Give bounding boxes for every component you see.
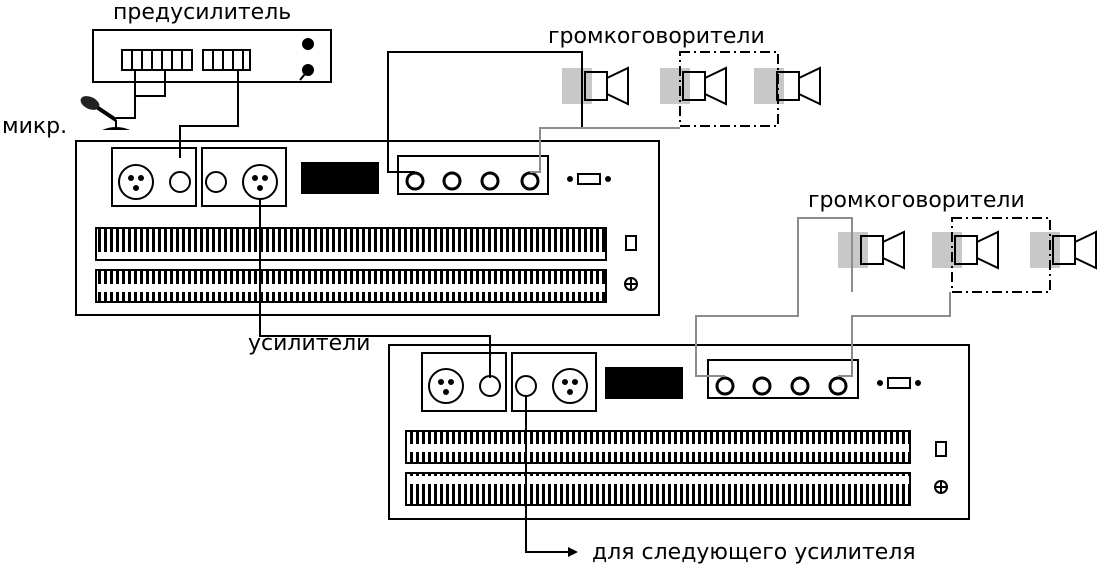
speaker-icon (1030, 230, 1097, 270)
next-amplifier-label: для следующего усилителя (592, 540, 916, 565)
microphone-cable (116, 70, 166, 119)
speakers-right-label: громкоговорители (808, 188, 1025, 213)
speakers-top-label: громкоговорители (548, 24, 765, 49)
amplifiers-label: усилители (248, 331, 371, 356)
microphone-icon (80, 96, 130, 130)
amplifier-1-vent-slots (95, 227, 607, 303)
speaker-cables-right (695, 217, 951, 377)
speaker-cables-top (387, 51, 680, 173)
preamp-label: предусилитель (113, 0, 292, 25)
speaker-icon (660, 66, 727, 106)
preamplifier (92, 29, 332, 83)
preamp-to-amplifier-cable (179, 70, 239, 158)
mic-label: микр. (2, 114, 68, 139)
speaker-icon (838, 230, 905, 270)
next-amplifier-cable (525, 396, 578, 557)
speaker-icon (754, 66, 821, 106)
speaker-icon (562, 66, 629, 106)
speaker-group-right (838, 217, 1097, 293)
amplifier-2-vent-slots (405, 430, 911, 506)
speaker-group-top (562, 51, 821, 127)
speaker-icon (932, 230, 999, 270)
amplifier-link-cable (259, 198, 491, 378)
